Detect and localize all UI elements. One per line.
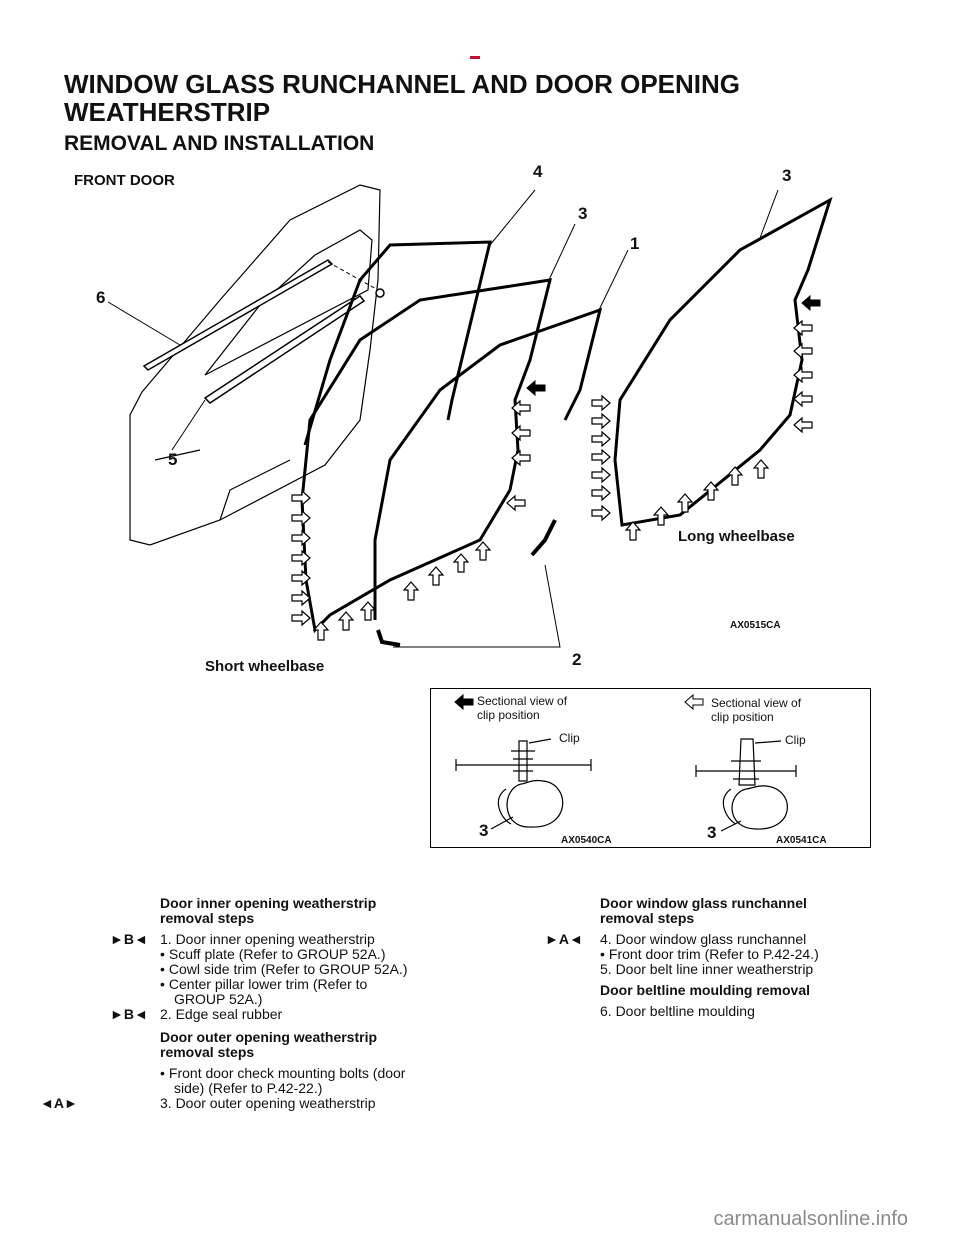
runchannel-removal-heading: Door window glass runchannel removal ste… <box>600 895 807 926</box>
inner-removal-heading: Door inner opening weatherstrip removal … <box>160 895 377 926</box>
clip-right-shape <box>738 738 756 786</box>
runchannel-4 <box>303 240 492 446</box>
filled-clip-arrow-long <box>801 294 821 312</box>
outer-removal-heading: Door outer opening weatherstrip removal … <box>160 1029 378 1060</box>
mounting-bolt <box>375 288 385 298</box>
step-4-sub-1: Front door trim (Refer to P.42-24.) <box>600 947 890 962</box>
outer-weatherstrip-3-long <box>613 196 833 527</box>
clip-arrow-group-short-bottom <box>312 541 492 641</box>
step-1-sub-2: Cowl side trim (Refer to GROUP 52A.) <box>160 962 470 977</box>
door-exploded-figure: FRONT DOOR Short wheelbase Long wheelbas… <box>60 160 860 680</box>
watermark-text: carmanualsonline.info <box>713 1208 908 1230</box>
step-6: 6. Door beltline moulding <box>600 1003 755 1019</box>
step-2: ►B◄ 2. Edge seal rubber <box>110 1006 283 1022</box>
callout-6: 6 <box>96 288 106 307</box>
inset-left-caption-2: clip position <box>477 708 540 722</box>
callout-2: 2 <box>572 650 582 669</box>
callout-4: 4 <box>533 162 543 181</box>
door-outline <box>129 184 381 546</box>
figure-code: AX0515CA <box>730 620 781 631</box>
inset-right-caption-1: Sectional view of <box>711 696 802 710</box>
belt-inner-weatherstrip-5 <box>203 294 366 404</box>
step-1-sub-1: Scuff plate (Refer to GROUP 52A.) <box>160 947 470 962</box>
inset-num-left: 3 <box>479 821 489 840</box>
callout-5: 5 <box>168 450 178 469</box>
callout-3-short: 3 <box>578 204 588 223</box>
step-3: ◄A► 3. Door outer opening weatherstrip <box>40 1095 376 1111</box>
step-3-pre: Front door check mounting bolts (door <box>160 1066 470 1081</box>
edge-seal-2b <box>376 629 401 647</box>
inset-code-left: AX0540CA <box>561 835 612 846</box>
step-4: ►A◄ 4. Door window glass runchannel <box>545 931 807 947</box>
step-1-sub-3: Center pillar lower trim (Refer to <box>160 977 470 992</box>
service-mark-b-2: ►B◄ <box>110 1006 148 1022</box>
door-window-opening <box>204 229 373 376</box>
beltline-moulding-6 <box>142 259 334 371</box>
service-mark-a-2: ►A◄ <box>545 931 583 947</box>
step-3-pre-cont: side) (Refer to P.42-22.) <box>174 1080 323 1096</box>
clip-arrow-group-long-left <box>591 394 611 522</box>
step-1: ►B◄ 1. Door inner opening weatherstrip <box>110 931 375 947</box>
left-steps-column: Door inner opening weatherstrip removal … <box>40 895 470 1111</box>
clip-section-drawing <box>454 693 797 832</box>
section-subtitle: REMOVAL AND INSTALLATION <box>64 132 375 155</box>
clip-arrow-group-long-right <box>793 319 813 434</box>
clip-section-inset: Sectional view of clip position Sectiona… <box>430 688 871 848</box>
filled-arrow-icon <box>454 693 474 711</box>
red-dash-mark <box>470 56 480 59</box>
seal-left-shape <box>497 779 564 828</box>
seal-right-shape <box>722 785 788 830</box>
short-wheelbase-label: Short wheelbase <box>205 658 325 675</box>
edge-seal-2a <box>530 519 557 557</box>
filled-clip-arrow-short <box>526 379 546 397</box>
right-steps-column: Door window glass runchannel removal ste… <box>545 895 890 1019</box>
callout-3-long: 3 <box>782 166 792 185</box>
inner-weatherstrip-1 <box>373 307 603 620</box>
long-wheelbase-label: Long wheelbase <box>678 528 795 545</box>
title-line-1: WINDOW GLASS RUNCHANNEL AND DOOR OPENING <box>64 69 740 99</box>
inset-right-caption-2: clip position <box>711 710 774 724</box>
step-1-sub-3-cont: GROUP 52A.) <box>174 991 263 1007</box>
inset-code-right: AX0541CA <box>776 835 827 846</box>
service-mark-b: ►B◄ <box>110 931 148 947</box>
title-line-2: WEATHERSTRIP <box>64 97 271 127</box>
clip-left-shape <box>518 740 528 782</box>
inset-num-right: 3 <box>707 823 717 842</box>
outer-weatherstrip-3-short <box>300 278 553 634</box>
beltline-removal-heading: Door beltline moulding removal <box>600 982 811 998</box>
front-door-label: FRONT DOOR <box>74 172 175 189</box>
inset-clip-left-label: Clip <box>559 731 580 745</box>
hollow-arrow-icon <box>684 693 704 711</box>
clip-arrow-group-long-bottom <box>624 459 770 541</box>
inset-clip-right-label: Clip <box>785 733 806 747</box>
clip-arrow-group-short-right <box>506 399 531 512</box>
service-mark-a: ◄A► <box>40 1095 78 1111</box>
step-5: 5. Door belt line inner weatherstrip <box>600 961 814 977</box>
page-title: WINDOW GLASS RUNCHANNEL AND DOOR OPENING… <box>64 70 740 126</box>
clip-arrow-group-short-left <box>291 489 311 627</box>
door-drawing <box>107 184 833 648</box>
inset-left-caption-1: Sectional view of <box>477 694 568 708</box>
callout-1: 1 <box>630 234 640 253</box>
